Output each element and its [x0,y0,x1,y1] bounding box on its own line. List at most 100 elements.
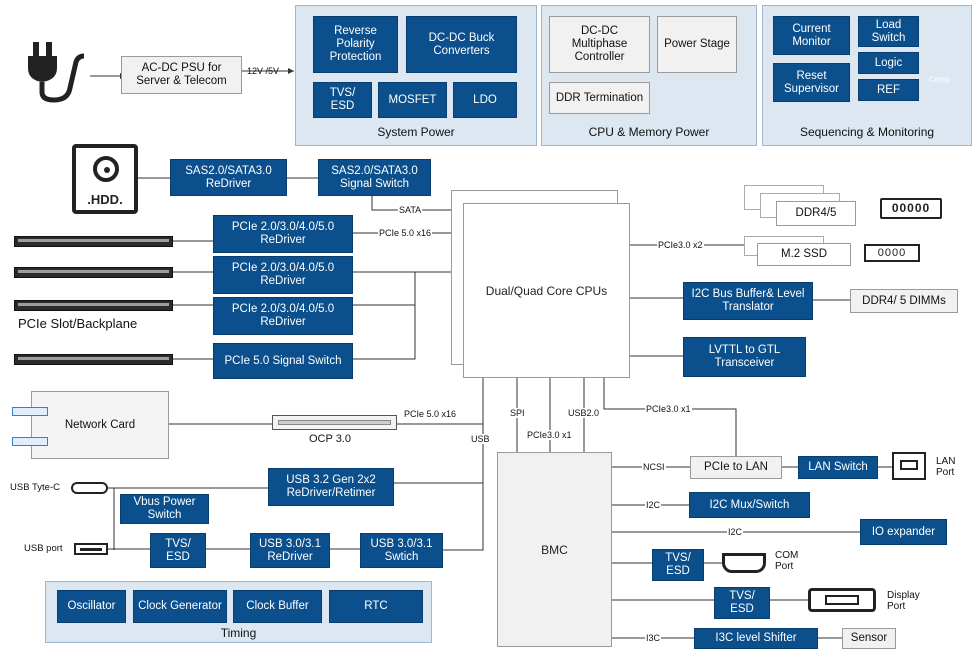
pcie-slot-label: PCIe Slot/Backplane [18,316,138,331]
load-switch-block: Load Switch [858,16,919,47]
usb30-switch-label: USB 3.0/3.1 Swtich [370,537,433,563]
com-tvs-block: TVS/ ESD [652,549,704,581]
i3c-label: I3C [645,633,662,643]
hdd-label: .HDD. [87,192,123,207]
mosfet-block: MOSFET [378,82,447,118]
ldo-block: LDO [453,82,517,118]
mosfet-label: MOSFET [388,93,437,106]
usb-typec-label: USB Tyte-C [10,482,60,493]
sas-redriver-label: SAS2.0/SATA3.0 ReDriver [185,164,272,190]
psu-output-label: 12V /5V [247,66,280,76]
pcie-to-lan-block: PCIe to LAN [690,456,782,479]
reset-supervisor-block: Reset Supervisor [773,63,850,102]
lvttl-block: LVTTL to GTL Transceiver [683,337,806,377]
logic-block: Logic [858,52,919,74]
load-switch-label: Load Switch [871,18,906,44]
io-expander-label: IO expander [871,525,936,538]
sata-label: SATA [398,205,423,215]
com-port-icon [722,553,766,573]
i2c-label-1: I2C [645,500,662,510]
current-monitor-label: Current Monitor [792,22,831,48]
usb30-switch-block: USB 3.0/3.1 Swtich [360,533,443,568]
psu-box: AC-DC PSU for Server & Telecom [121,56,242,94]
ddr-termination-label: DDR Termination [555,91,644,104]
pcie5x16-ocp-label: PCIe 5.0 x16 [403,409,458,419]
ref-label: REF [877,83,900,96]
lvttl-label: LVTTL to GTL Transceiver [708,344,781,369]
tvs-esd-power-label: TVS/ ESD [329,87,356,112]
usb30-redriver-block: USB 3.0/3.1 ReDriver [250,533,330,568]
display-port-icon [808,588,876,612]
display-port-label: Display Port [887,590,920,612]
pcie5x16-top-label: PCIe 5.0 x16 [378,228,433,238]
sas-redriver-block: SAS2.0/SATA3.0 ReDriver [170,159,287,196]
logic-label: Logic [874,56,903,69]
network-port-icon-1 [12,407,48,416]
pcie-slot-1 [14,236,173,247]
ddr-dimms-label: DDR4/ 5 DIMMs [862,294,946,307]
dimm-chip-icon: 00000 [880,198,942,219]
usb-bus-label: USB [470,434,491,444]
bmc-label: BMC [541,542,568,557]
reverse-polarity-label: Reverse Polarity Protection [329,25,382,63]
pcie-redriver-1-label: PCIe 2.0/3.0/4.0/5.0 ReDriver [231,221,335,246]
network-port-icon-2 [12,437,48,446]
power-stage-block: Power Stage [657,16,737,73]
lan-port-icon [892,452,926,480]
i2c-label-2: I2C [727,527,744,537]
rtc-block: RTC [329,590,423,623]
ddr-termination-block: DDR Termination [549,82,650,114]
network-card-block: Network Card [31,391,169,459]
i3c-shifter-block: I3C level Shifter [694,628,818,649]
usb-port-icon [74,543,108,555]
usb-tvs-label: TVS/ ESD [165,537,191,563]
pcie3x2-label: PCIe3.0 x2 [657,240,704,250]
pcie-redriver-2-label: PCIe 2.0/3.0/4.0/5.0 ReDriver [231,262,335,287]
comp-label: Comp [929,75,951,84]
sas-switch-label: SAS2.0/SATA3.0 Signal Switch [331,164,418,190]
i2c-mux-block: I2C Mux/Switch [689,492,810,518]
usb-port-label: USB port [24,543,63,554]
usb-typec-icon [71,482,108,494]
pcie3x1-lan-label: PCIe3.0 x1 [645,404,692,414]
ddr-dimms-block: DDR4/ 5 DIMMs [850,289,958,313]
cpu-block: Dual/Quad Core CPUs [463,203,630,378]
com-port-label: COM Port [775,550,799,572]
lan-switch-block: LAN Switch [798,456,878,479]
reset-supervisor-label: Reset Supervisor [784,69,839,95]
current-monitor-block: Current Monitor [773,16,850,55]
m2-ssd-label: M.2 SSD [780,248,827,260]
psu-label: AC-DC PSU for Server & Telecom [136,62,227,87]
pcie-slot-4 [14,354,173,365]
m2-ssd-block: M.2 SSD [757,243,851,266]
sequencing-monitoring-title: Sequencing & Monitoring [799,125,935,139]
sensor-label: Sensor [850,632,888,644]
oscillator-block: Oscillator [57,590,126,623]
lan-switch-label: LAN Switch [808,461,868,473]
pcie-slot-3 [14,300,173,311]
reverse-polarity-block: Reverse Polarity Protection [313,16,398,73]
display-tvs-block: TVS/ ESD [714,587,770,619]
rtc-label: RTC [364,600,388,612]
dcdc-buck-label: DC-DC Buck Converters [428,31,495,57]
multiphase-controller-label: DC-DC Multiphase Controller [571,25,628,63]
vbus-switch-label: Vbus Power Switch [133,496,196,521]
pcie3x1-bmc-label: PCIe3.0 x1 [526,430,573,440]
ddr45-block: DDR4/5 [776,201,856,226]
clock-buffer-block: Clock Buffer [233,590,322,623]
pcie-redriver-3: PCIe 2.0/3.0/4.0/5.0 ReDriver [213,297,353,335]
i3c-shifter-label: I3C level Shifter [715,632,797,644]
spi-label: SPI [509,408,526,418]
ncsi-label: NCSI [642,462,666,472]
pcie-redriver-2: PCIe 2.0/3.0/4.0/5.0 ReDriver [213,256,353,294]
i2c-mux-label: I2C Mux/Switch [709,498,790,511]
cpu-label: Dual/Quad Core CPUs [485,283,608,298]
system-power-title: System Power [377,125,455,139]
ssd-chip-icon: 0000 [864,244,920,262]
ldo-label: LDO [473,93,497,106]
timing-title: Timing [220,626,257,640]
lan-port-label: LAN Port [936,456,956,478]
com-tvs-label: TVS/ ESD [665,552,691,577]
ssd-chip-text: 0000 [877,247,907,259]
i2c-buffer-block: I2C Bus Buffer& Level Translator [683,282,813,320]
